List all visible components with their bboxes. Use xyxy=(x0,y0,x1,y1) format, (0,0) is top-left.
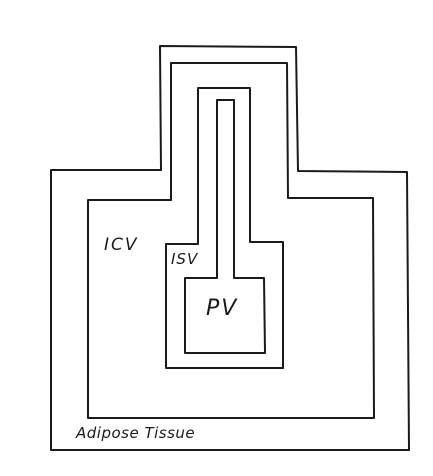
pv-boundary xyxy=(184,99,266,354)
icv-label: ICV xyxy=(104,235,139,255)
icv-boundary xyxy=(87,62,375,419)
isv-boundary xyxy=(165,87,284,369)
pv-label: PV xyxy=(206,296,239,321)
adipose-tissue-label: Adipose Tissue xyxy=(76,424,196,442)
isv-label: ISV xyxy=(171,250,199,268)
adipose-tissue-boundary xyxy=(50,45,410,451)
